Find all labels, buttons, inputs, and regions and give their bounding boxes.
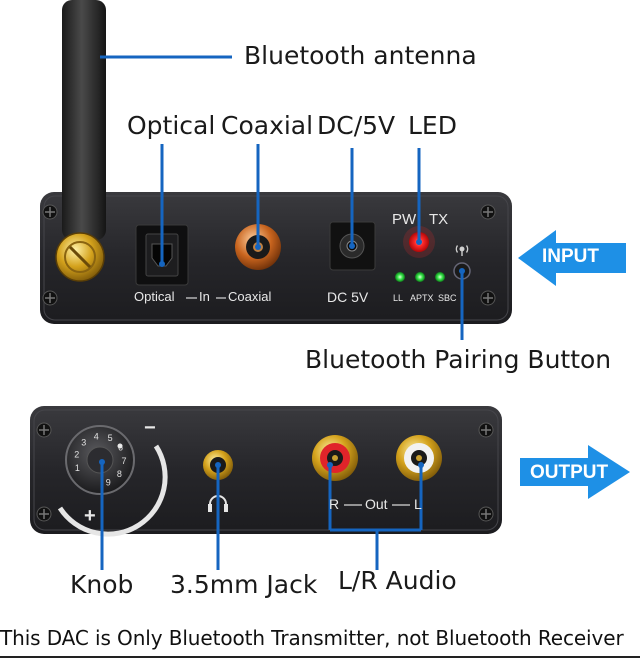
knob-digit: 3 — [81, 437, 86, 447]
output-r-label: R — [329, 496, 340, 512]
output-arrow-icon — [520, 445, 630, 499]
knob-digit: 9 — [106, 478, 111, 488]
knob-digit: 7 — [121, 456, 126, 466]
panel-in-label: In — [199, 289, 210, 304]
rca-left-output — [396, 435, 442, 481]
knob-digit: 5 — [108, 433, 113, 443]
knob-digit: 6 — [118, 443, 123, 453]
antenna-callout: Bluetooth antenna — [244, 41, 477, 70]
panel-coaxial-label: Coaxial — [228, 289, 272, 304]
screw-icon — [42, 204, 496, 306]
footer-divider — [0, 656, 640, 658]
output-out-label: Out — [365, 496, 388, 512]
bluetooth-antenna — [55, 0, 106, 282]
panel-dc-label: DC 5V — [327, 289, 369, 305]
panel-ll-label: LL — [393, 293, 404, 303]
panel-pw-label: PW — [392, 211, 417, 228]
back-panel-body — [30, 406, 502, 534]
output-arrow-label: OUTPUT — [530, 462, 609, 483]
dc-callout: DC/5V — [317, 111, 396, 140]
led-callout: LED — [408, 111, 457, 140]
knob-digit: 1 — [75, 463, 80, 473]
panel-tx-label: TX — [429, 211, 449, 228]
jack-callout: 3.5mm Jack — [170, 570, 318, 599]
output-l-label: L — [414, 496, 422, 512]
input-arrow-icon — [518, 230, 626, 286]
knob-digit: 4 — [94, 431, 99, 441]
coaxial-callout: Coaxial — [221, 111, 314, 140]
optical-callout: Optical — [127, 111, 216, 140]
pairing-callout: Bluetooth Pairing Button — [305, 345, 612, 374]
callout-lines — [100, 55, 464, 570]
input-arrow-label: INPUT — [542, 246, 599, 267]
codec-leds — [395, 272, 445, 282]
volume-minus-label: − — [144, 417, 156, 439]
footer-disclaimer: This DAC is Only Bluetooth Transmitter, … — [0, 626, 624, 650]
wireless-icon — [455, 245, 469, 256]
knob-digit: 8 — [117, 469, 122, 479]
panel-sbc-label: SBC — [438, 293, 457, 303]
knob-callout: Knob — [70, 570, 134, 599]
volume-plus-label: + — [84, 505, 96, 527]
audio-callout: L/R Audio — [338, 566, 457, 595]
panel-aptx-label: APTX — [410, 293, 434, 303]
panel-optical-label: Optical — [134, 289, 175, 304]
knob-digit: 2 — [74, 449, 79, 459]
rca-right-output — [312, 435, 358, 481]
